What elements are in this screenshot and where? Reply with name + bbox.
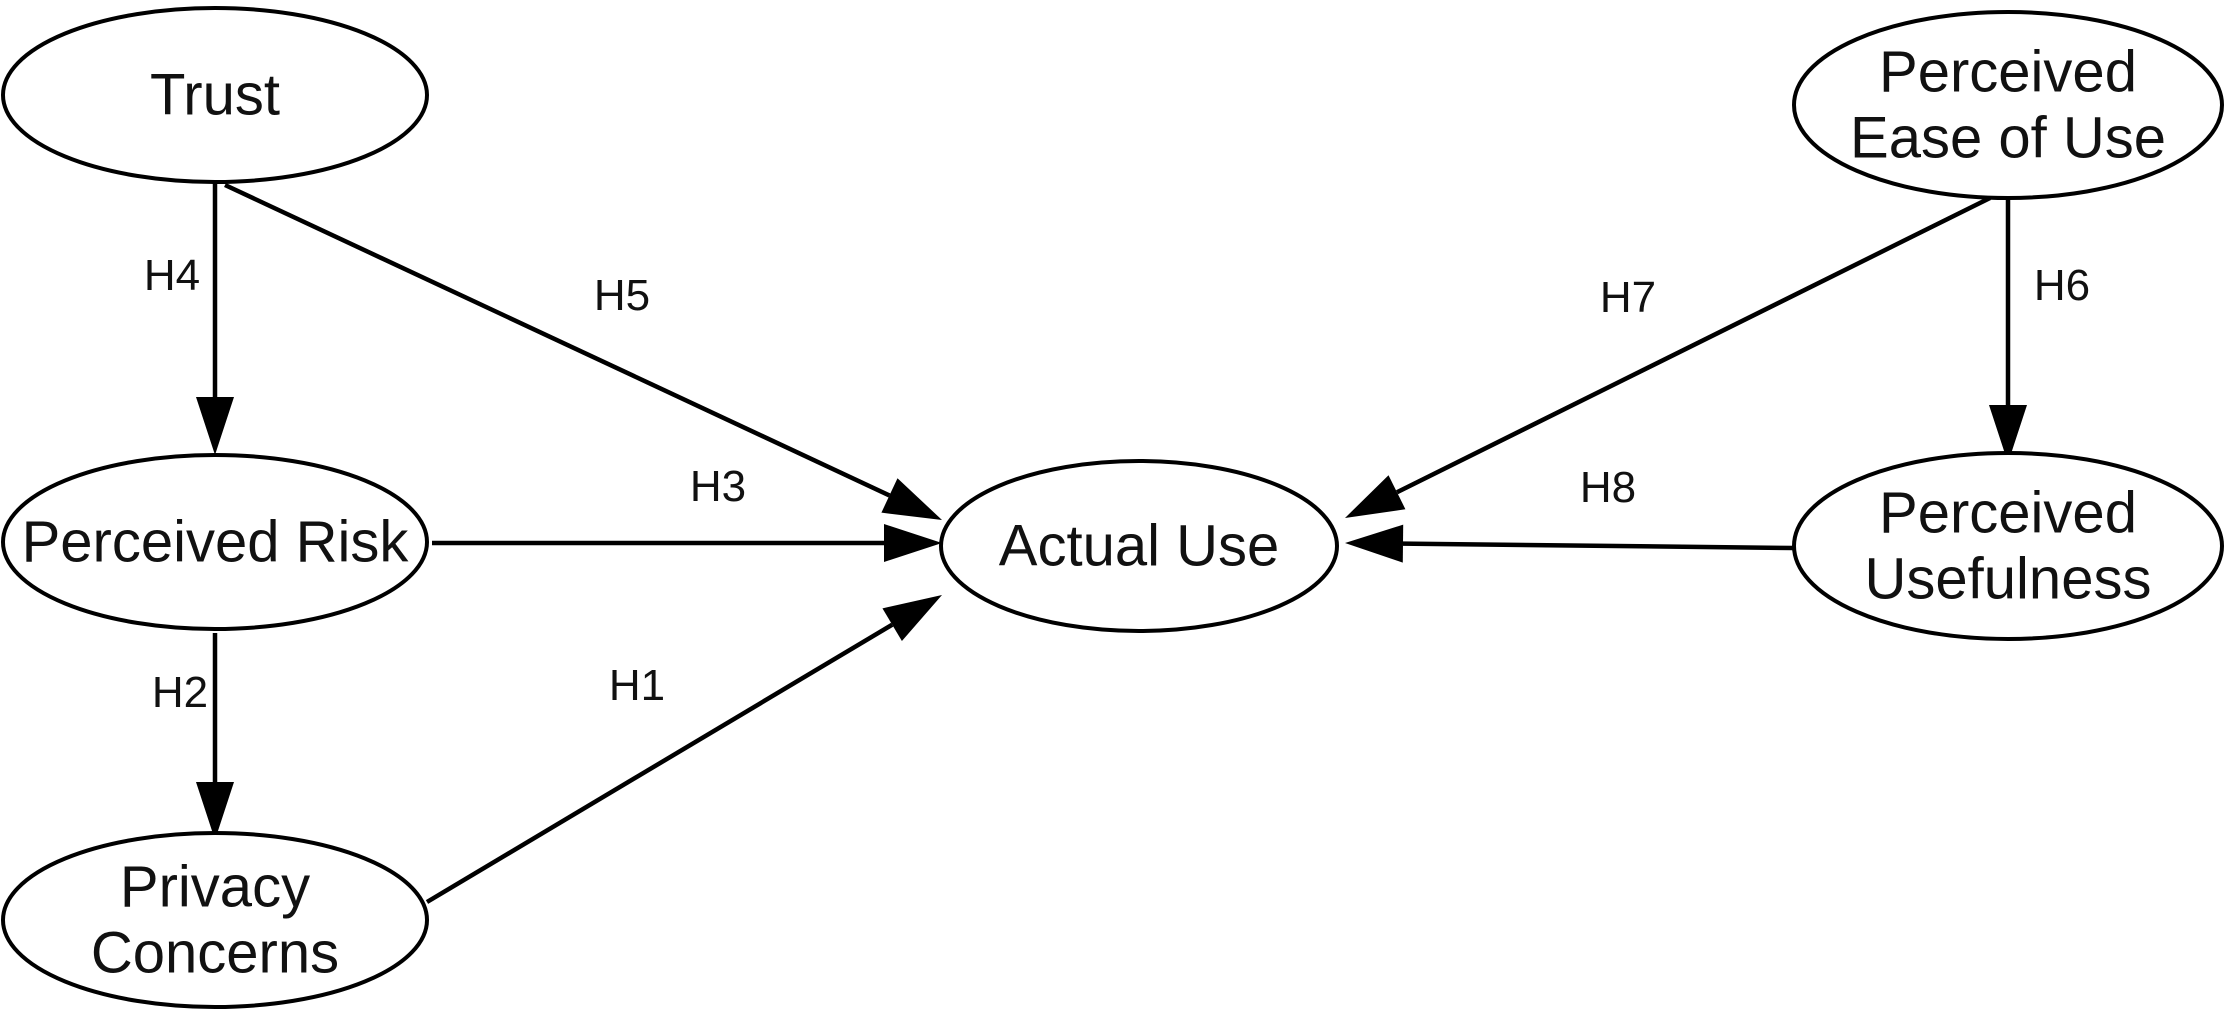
node-ellipse-trust [1,6,429,184]
arrowhead-h4 [196,397,234,455]
edge-label-h5: H5 [594,271,650,320]
edge-h4: H4 [144,183,234,455]
node-label-perceived-usefulness-1: Perceived [1879,481,2137,546]
edge-h2: H2 [152,633,234,840]
node-label-privacy-concerns-2: Concerns [91,921,339,986]
edge-h6: H6 [1989,198,2090,463]
arrowhead-h1 [882,595,942,642]
arrowhead-h6 [1989,405,2027,463]
node-ellipse-perceived-risk [1,453,429,631]
edge-h3: H3 [432,462,942,562]
arrowhead-h7 [1345,475,1406,518]
node-label-perceived-usefulness-2: Usefulness [1865,547,2152,612]
edge-label-h2: H2 [152,668,208,717]
edge-h8: H8 [1345,463,1795,563]
node-label-trust-1: Trust [150,63,280,128]
arrowhead-h8 [1345,524,1404,563]
edge-line-h7 [1395,195,1991,495]
edge-label-h4: H4 [144,251,200,300]
node-label-perceived-ease-of-use-1: Perceived [1879,40,2137,105]
node-perceived-risk: Perceived Risk [1,453,429,631]
edge-line-h1 [425,622,894,904]
node-label-perceived-risk-1: Perceived Risk [22,510,410,575]
node-ellipse-actual-use [939,459,1339,633]
node-ellipse-perceived-usefulness [1792,451,2224,641]
node-label-perceived-ease-of-use-2: Ease of Use [1850,106,2166,171]
edge-label-h1: H1 [609,661,665,710]
node-trust: Trust [1,6,429,184]
node-ellipse-privacy-concerns [1,831,429,1009]
arrowhead-h2 [196,782,234,840]
edge-h1: H1 [425,595,942,904]
arrowhead-h5 [881,478,942,520]
node-label-privacy-concerns-1: Privacy [120,855,310,920]
node-label-actual-use-1: Actual Use [999,514,1279,579]
edge-label-h3: H3 [690,462,746,511]
node-ellipse-perceived-ease-of-use [1792,10,2224,200]
edge-h5: H5 [224,182,942,520]
edge-h7: H7 [1345,195,1991,518]
edge-line-h5 [224,182,891,498]
edge-label-h8: H8 [1580,463,1636,512]
edge-line-h8 [1402,541,1795,551]
arrowhead-h3 [884,524,942,562]
edge-label-h7: H7 [1600,273,1656,322]
node-actual-use: Actual Use [939,459,1339,633]
edge-label-h6: H6 [2034,261,2090,310]
